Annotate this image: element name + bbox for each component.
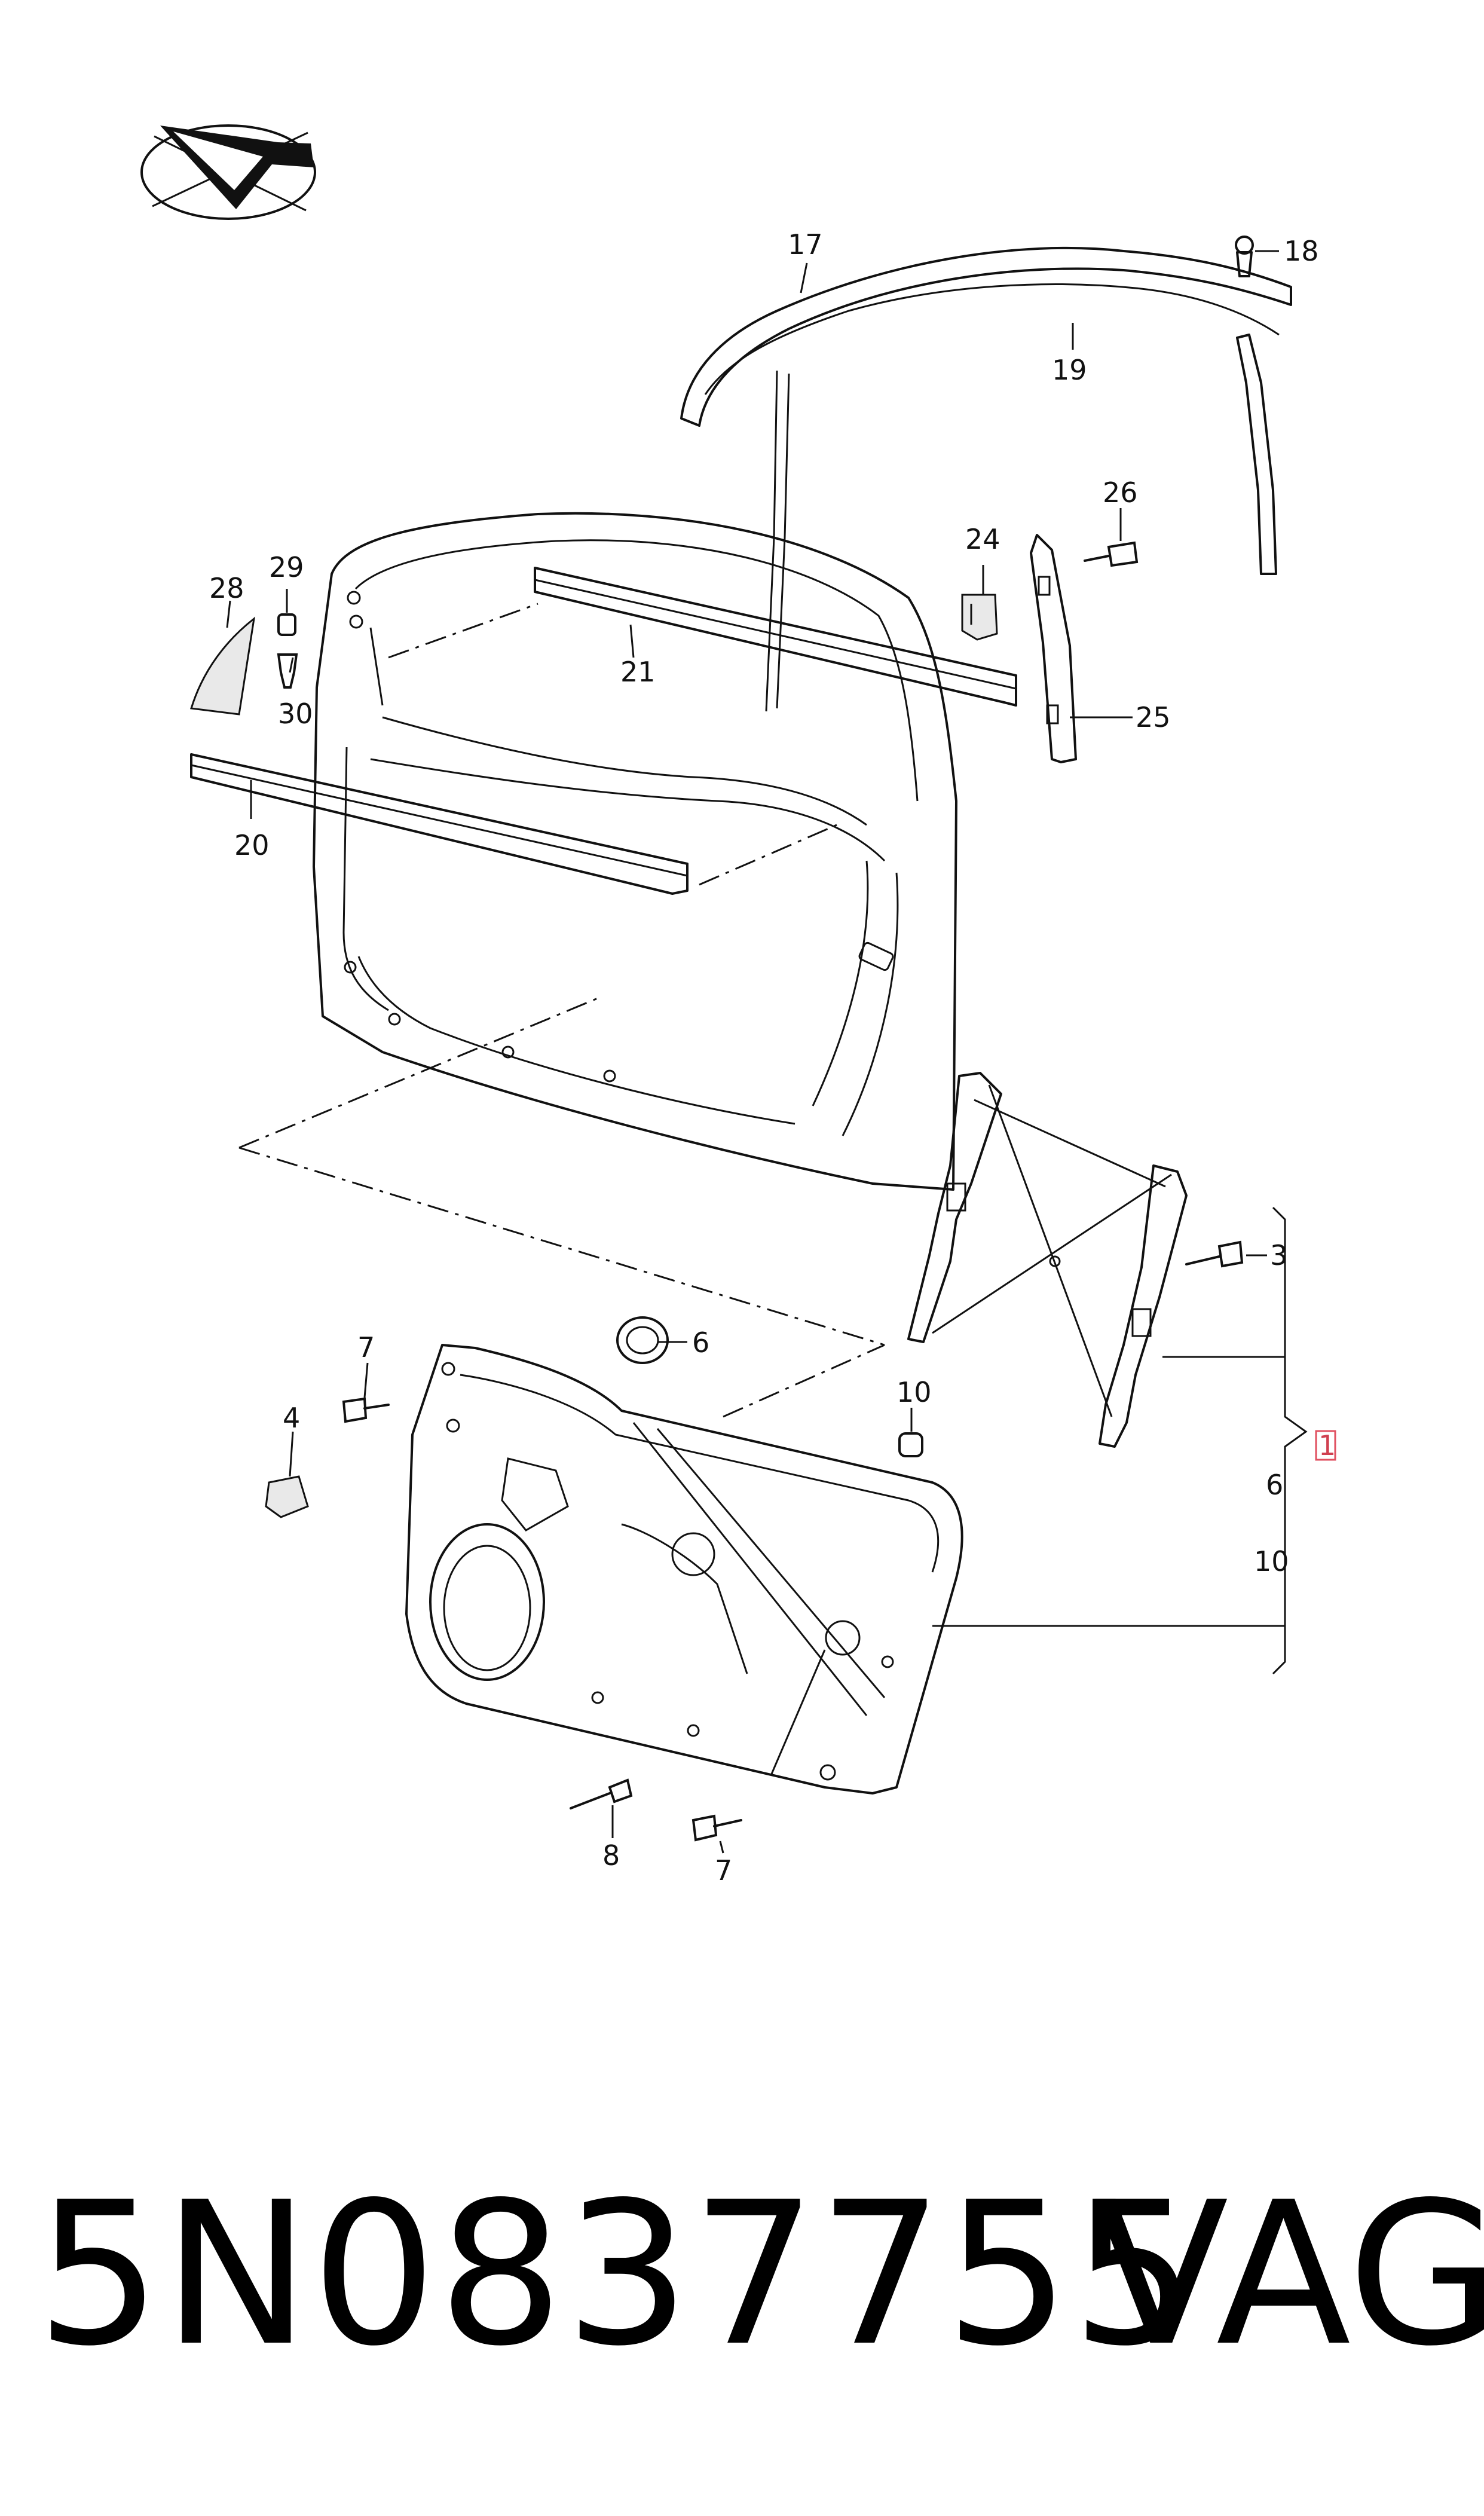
callout-10-list: 10 <box>1254 1545 1289 1578</box>
callout-28: 28 <box>209 572 244 604</box>
callout-17: 17 <box>788 228 823 261</box>
callout-6-upper: 6 <box>692 1326 709 1359</box>
callout-18: 18 <box>1284 235 1319 267</box>
bolt-26 <box>1084 541 1139 567</box>
callout-6-list: 6 <box>1266 1469 1283 1501</box>
direction-arrow-icon <box>140 124 316 220</box>
callout-3: 3 <box>1270 1239 1287 1271</box>
outer-window-seal-strip <box>190 753 689 895</box>
bolt-7-lower <box>691 1814 742 1842</box>
window-guide-rail <box>1030 534 1077 763</box>
callout-8: 8 <box>602 1839 620 1872</box>
clip-18 <box>1235 236 1254 277</box>
callout-21: 21 <box>620 656 656 688</box>
callout-1-box <box>1315 1430 1336 1461</box>
callout-1: 1 <box>1318 1429 1336 1462</box>
callout-7-lower: 7 <box>715 1854 732 1887</box>
clip-30 <box>277 653 298 689</box>
bolt-7-upper <box>342 1397 390 1423</box>
callout-29: 29 <box>269 551 304 583</box>
callout-20: 20 <box>234 829 270 861</box>
bolt-3 <box>1185 1240 1244 1268</box>
callout-10-upper: 10 <box>896 1376 932 1408</box>
callout-24: 24 <box>965 523 1000 555</box>
callout-30: 30 <box>278 698 313 730</box>
part-number: 5N0837755 <box>36 2160 1198 2389</box>
clip-nut-4 <box>265 1475 309 1518</box>
exploded-parts-diagram: 17 18 19 26 24 29 28 21 30 25 20 3 6 7 1… <box>140 124 1336 1887</box>
callout-7-upper: 7 <box>357 1331 375 1364</box>
rivet-8 <box>570 1778 633 1809</box>
callout-25: 25 <box>1136 701 1171 733</box>
door-shell <box>238 512 957 1418</box>
callout-26: 26 <box>1103 476 1138 509</box>
callout-19: 19 <box>1052 354 1087 386</box>
nut-10 <box>898 1432 923 1457</box>
mirror-triangle-cover <box>190 616 256 716</box>
leader-lines <box>226 250 1308 1854</box>
nut-29 <box>277 613 296 636</box>
window-frame-trim <box>680 246 1292 712</box>
door-carrier-panel <box>405 1344 963 1794</box>
grommet-6 <box>616 1316 669 1364</box>
bracket-24 <box>961 594 998 641</box>
window-regulator <box>907 1072 1188 1448</box>
callout-4: 4 <box>283 1402 300 1434</box>
inner-window-seal-strip <box>534 567 1017 707</box>
brand-label: VAG <box>1094 2160 1484 2389</box>
